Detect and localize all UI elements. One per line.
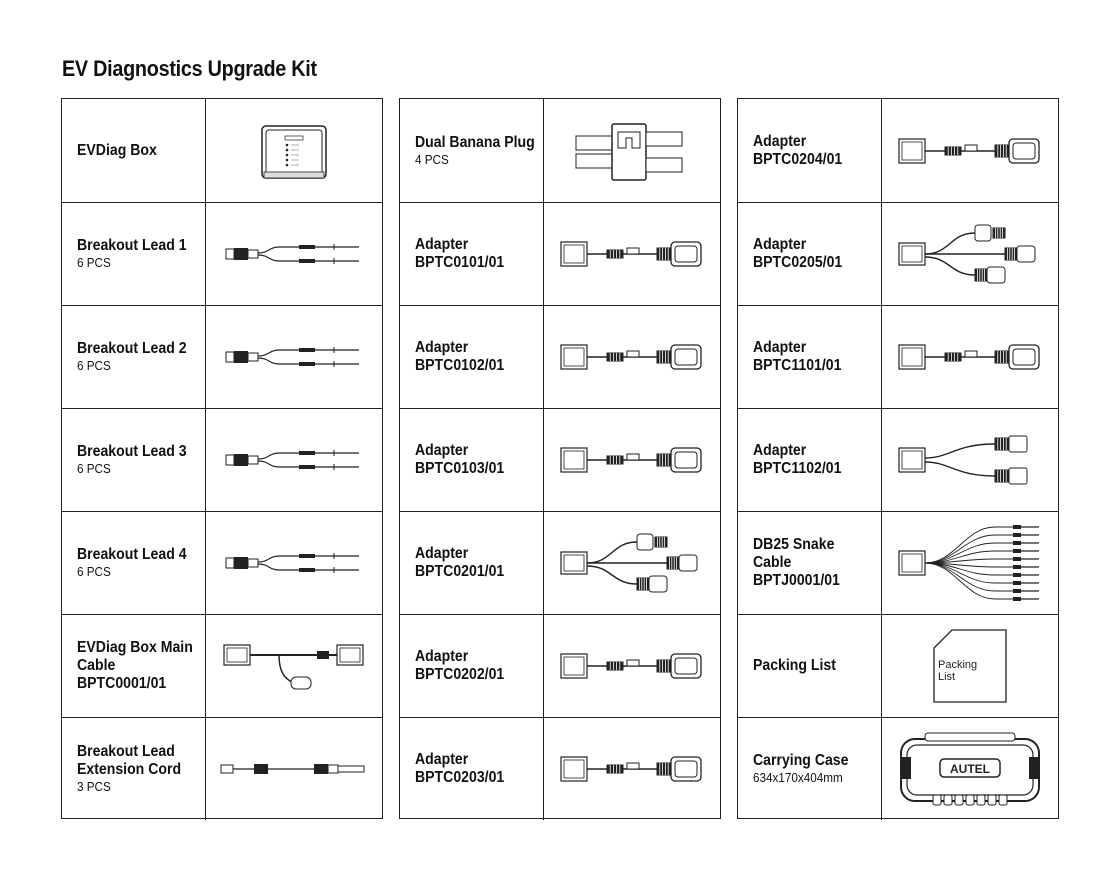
kit-item-quantity: 3 PCS (77, 779, 111, 794)
adapter-multi-cable-icon (544, 512, 720, 614)
adapter-cable-icon (544, 409, 720, 511)
kit-item-text: EVDiag Box Main Cable BPTC0001/01 (62, 615, 206, 717)
kit-item-name: Breakout Lead 3 (77, 443, 187, 460)
kit-item-name: Breakout Lead Extension Cord (77, 743, 182, 778)
breakout-lead-icon (206, 203, 382, 305)
adapter-cable-icon (544, 615, 720, 717)
kit-item-name: DB25 Snake Cable BPTJ0001/01 (753, 536, 840, 589)
kit-item-name: Adapter BPTC1102/01 (753, 442, 842, 477)
kit-item-name: Breakout Lead 2 (77, 340, 187, 357)
adapter-cable-icon (882, 99, 1058, 202)
kit-item-row: Adapter BPTC0201/01 (400, 511, 720, 614)
kit-item-name: Adapter BPTC0205/01 (753, 236, 843, 271)
kit-item-name: Adapter BPTC0101/01 (415, 236, 505, 271)
kit-item-text: Adapter BPTC0102/01 (400, 306, 544, 408)
kit-item-text: Adapter BPTC0101/01 (400, 203, 544, 305)
kit-item-row: Adapter BPTC0202/01 (400, 614, 720, 717)
adapter-cable-icon (544, 306, 720, 408)
kit-item-quantity: 6 PCS (77, 358, 111, 373)
page-title: EV Diagnostics Upgrade Kit (62, 56, 317, 81)
breakout-lead-icon (206, 512, 382, 614)
kit-item-name: Dual Banana Plug (415, 133, 535, 151)
kit-item-name: Breakout Lead 4 (77, 546, 187, 563)
kit-item-text: Adapter BPTC1102/01 (738, 409, 882, 511)
kit-item-name: Adapter BPTC0102/01 (415, 339, 505, 374)
kit-item-text: EVDiag Box (62, 99, 206, 202)
kit-item-text: Adapter BPTC0204/01 (738, 99, 882, 202)
kit-item-name: EVDiag Box (77, 141, 157, 159)
kit-item-text: Adapter BPTC0202/01 (400, 615, 544, 717)
kit-item-name: EVDiag Box Main Cable BPTC0001/01 (77, 639, 193, 692)
banana-plug-icon (544, 99, 720, 202)
main-cable-icon (206, 615, 382, 717)
kit-panel-3: Adapter BPTC0204/01 Adapter BPTC0205/01 … (737, 98, 1059, 820)
kit-item-name: Breakout Lead 1 (77, 237, 187, 254)
extension-cord-icon (206, 718, 382, 820)
kit-item-row: Adapter BPTC0205/01 (738, 202, 1058, 305)
kit-item-row: Adapter BPTC0103/01 (400, 408, 720, 511)
kit-item-name: Adapter BPTC0201/01 (415, 545, 505, 580)
breakout-lead-icon (206, 409, 382, 511)
adapter-cable-icon (882, 306, 1058, 408)
adapter-split-cable-icon (882, 409, 1058, 511)
breakout-lead-icon (206, 306, 382, 408)
kit-item-row: EVDiag Box (62, 99, 382, 202)
evdiag-box-icon (206, 99, 382, 202)
kit-item-name: Adapter BPTC0203/01 (415, 751, 505, 786)
kit-item-text: DB25 Snake Cable BPTJ0001/01 (738, 512, 882, 614)
kit-item-name: Adapter BPTC0204/01 (753, 132, 843, 168)
kit-item-name: Adapter BPTC0202/01 (415, 648, 505, 683)
kit-item-text: Adapter BPTC0201/01 (400, 512, 544, 614)
kit-item-row: Adapter BPTC1102/01 (738, 408, 1058, 511)
svg-text:List: List (938, 671, 955, 683)
kit-item-row: EVDiag Box Main Cable BPTC0001/01 (62, 614, 382, 717)
kit-item-row: Packing List Packing List (738, 614, 1058, 717)
adapter-cable-icon (544, 203, 720, 305)
kit-item-row: Adapter BPTC0102/01 (400, 305, 720, 408)
kit-item-row: Adapter BPTC1101/01 (738, 305, 1058, 408)
packing-list-icon: Packing List (882, 615, 1058, 717)
kit-item-name: Packing List (753, 657, 836, 674)
kit-item-text: Packing List (738, 615, 882, 717)
svg-text:AUTEL: AUTEL (950, 762, 990, 776)
kit-item-text: Adapter BPTC0103/01 (400, 409, 544, 511)
kit-item-quantity: 6 PCS (77, 255, 111, 270)
kit-item-row: Adapter BPTC0101/01 (400, 202, 720, 305)
carrying-case-icon: AUTEL (882, 718, 1058, 820)
kit-item-quantity: 6 PCS (77, 564, 111, 579)
kit-item-name: Adapter BPTC0103/01 (415, 442, 505, 477)
kit-item-row: DB25 Snake Cable BPTJ0001/01 (738, 511, 1058, 614)
kit-item-name: Adapter BPTC1101/01 (753, 339, 842, 374)
kit-item-text: Adapter BPTC1101/01 (738, 306, 882, 408)
kit-item-row: Adapter BPTC0204/01 (738, 99, 1058, 202)
adapter-multi-cable-icon (882, 203, 1058, 305)
kit-item-text: Adapter BPTC0203/01 (400, 718, 544, 820)
adapter-cable-icon (544, 718, 720, 820)
kit-item-text: Adapter BPTC0205/01 (738, 203, 882, 305)
snake-cable-icon (882, 512, 1058, 614)
svg-text:Packing: Packing (938, 659, 977, 671)
kit-item-quantity: 634x170x404mm (753, 770, 843, 785)
kit-item-name: Carrying Case (753, 752, 849, 769)
kit-item-row: Adapter BPTC0203/01 (400, 717, 720, 820)
kit-item-quantity: 4 PCS (415, 151, 449, 167)
kit-item-quantity: 6 PCS (77, 461, 111, 476)
